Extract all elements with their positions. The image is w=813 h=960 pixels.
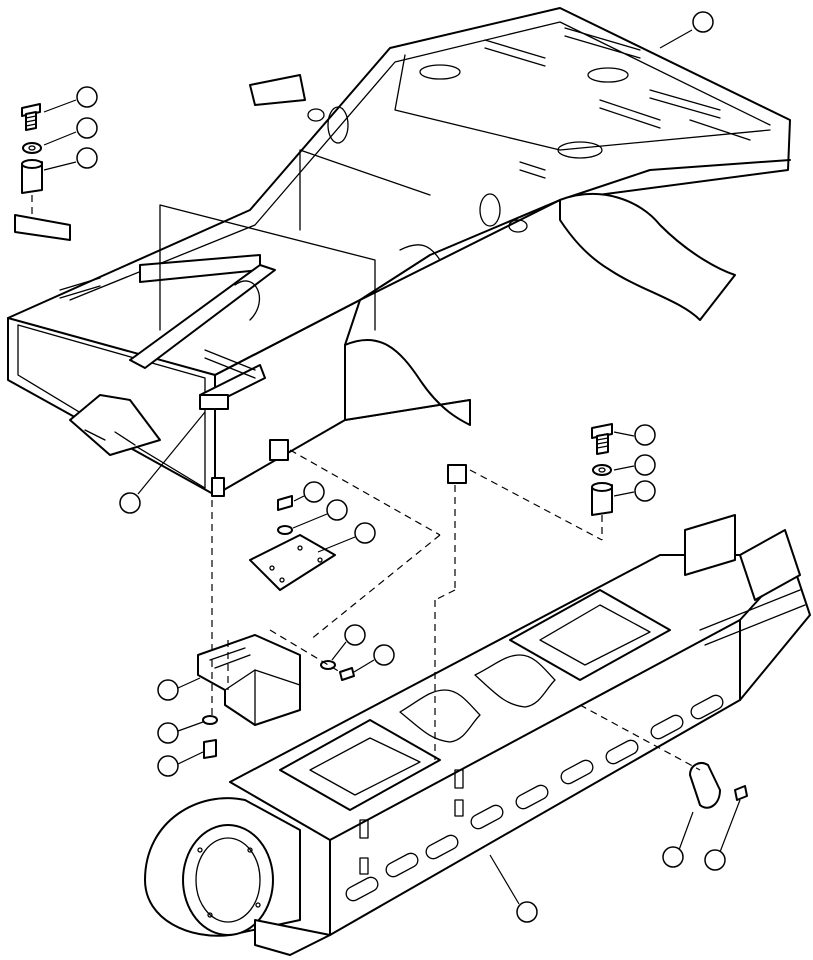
cover-plate-group: [249, 495, 336, 591]
callout-bracket[interactable]: [157, 677, 201, 701]
callout-right-washer[interactable]: [613, 454, 656, 476]
callout-bracket-nut[interactable]: [331, 624, 366, 661]
main-frame-assembly: [7, 7, 791, 497]
bracket-group: [197, 634, 355, 759]
callout-cover-plate[interactable]: [317, 522, 376, 553]
callout-frame-washer[interactable]: [43, 117, 98, 146]
callout-cover-disc[interactable]: [662, 811, 694, 868]
callout-frame-bolt[interactable]: [43, 86, 98, 113]
callout-bracket-bolt[interactable]: [353, 644, 395, 673]
right-fasteners: [591, 423, 613, 516]
cover-disc-group: [689, 762, 748, 809]
callout-right-bolt[interactable]: [613, 424, 656, 446]
callout-plate-bolt[interactable]: [293, 481, 325, 503]
assembly-lines: [31, 195, 701, 771]
callout-main-frame[interactable]: [659, 11, 714, 49]
callout-crossmember[interactable]: [119, 411, 206, 514]
callout-lower-nut[interactable]: [157, 721, 204, 744]
callout-lower-bolt[interactable]: [157, 751, 204, 777]
callout-track-frame[interactable]: [489, 854, 538, 923]
callout-frame-spacer[interactable]: [43, 147, 98, 171]
track-frame-assembly: [144, 514, 811, 956]
callout-right-spacer[interactable]: [613, 480, 656, 502]
callout-disc-bolt[interactable]: [704, 799, 741, 871]
frame-fasteners: [21, 103, 43, 194]
callout-plate-washer[interactable]: [292, 499, 348, 529]
